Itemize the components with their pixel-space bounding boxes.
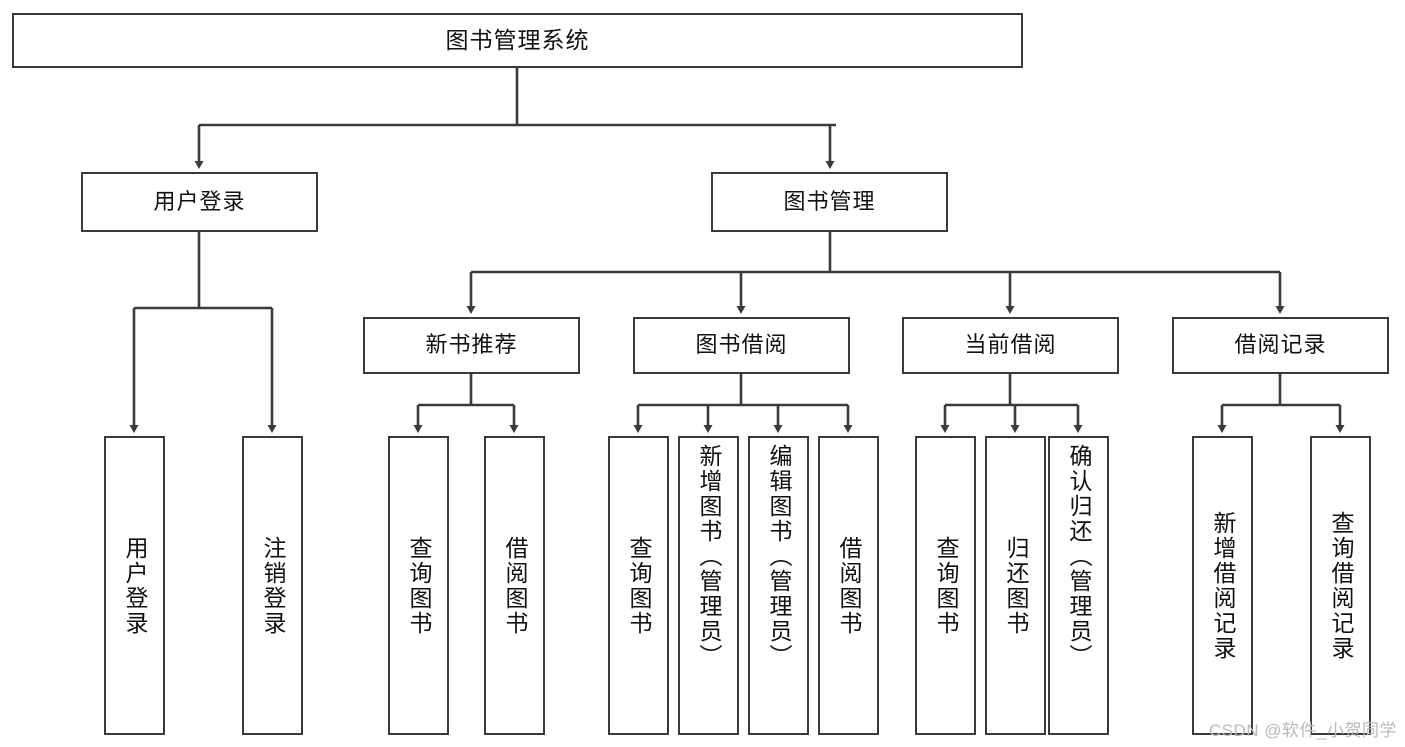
- node-label: 注销登录: [260, 535, 286, 636]
- node-borrow-record[interactable]: 借阅记录: [1172, 317, 1389, 374]
- node-label: 借阅图书: [836, 535, 862, 636]
- node-book-management-system[interactable]: 图书管理系统: [12, 13, 1023, 68]
- csdn-watermark: CSDN @软件_小贺同学: [1208, 721, 1397, 740]
- node-label: 新增图书（管理员）: [696, 444, 722, 669]
- node-label: 新增借阅记录: [1210, 510, 1236, 661]
- node-leaf-add-borrow-record[interactable]: 新增借阅记录: [1192, 436, 1253, 735]
- node-leaf-add-book-admin[interactable]: 新增图书（管理员）: [678, 436, 739, 735]
- node-label: 查询借阅记录: [1328, 510, 1354, 661]
- node-book-manage[interactable]: 图书管理: [711, 172, 948, 232]
- node-label: 查询图书: [626, 535, 652, 636]
- node-leaf-edit-book-admin[interactable]: 编辑图书（管理员）: [748, 436, 809, 735]
- node-label: 新书推荐: [425, 332, 518, 358]
- node-label: 图书管理系统: [445, 26, 590, 53]
- node-book-borrow[interactable]: 图书借阅: [633, 317, 850, 374]
- node-label: 用户登录: [153, 188, 246, 214]
- node-label: 归还图书: [1003, 535, 1029, 636]
- node-leaf-borrow-book-recommend[interactable]: 借阅图书: [484, 436, 545, 735]
- node-new-book-recommend[interactable]: 新书推荐: [363, 317, 580, 374]
- node-leaf-return-book[interactable]: 归还图书: [985, 436, 1046, 735]
- node-label: 编辑图书（管理员）: [766, 444, 792, 669]
- node-current-borrow[interactable]: 当前借阅: [902, 317, 1119, 374]
- node-leaf-query-borrow-record[interactable]: 查询借阅记录: [1310, 436, 1371, 735]
- node-label: 借阅图书: [502, 535, 528, 636]
- node-leaf-confirm-return-admin[interactable]: 确认归还（管理员）: [1048, 436, 1109, 735]
- node-label: 确认归还（管理员）: [1066, 444, 1092, 669]
- node-leaf-query-book-borrow[interactable]: 查询图书: [608, 436, 669, 735]
- node-label: 当前借阅: [964, 332, 1057, 358]
- node-leaf-query-book-current[interactable]: 查询图书: [915, 436, 976, 735]
- node-leaf-borrow-book-borrow[interactable]: 借阅图书: [818, 436, 879, 735]
- node-leaf-user-login[interactable]: 用户登录: [104, 436, 165, 735]
- node-label: 查询图书: [406, 535, 432, 636]
- node-leaf-logout-login[interactable]: 注销登录: [242, 436, 303, 735]
- node-label: 图书管理: [783, 188, 876, 214]
- node-label: 借阅记录: [1234, 332, 1327, 358]
- node-label: 图书借阅: [695, 332, 788, 358]
- node-label: 用户登录: [122, 535, 148, 636]
- node-leaf-query-book-recommend[interactable]: 查询图书: [388, 436, 449, 735]
- node-user-login[interactable]: 用户登录: [81, 172, 318, 232]
- node-label: 查询图书: [933, 535, 959, 636]
